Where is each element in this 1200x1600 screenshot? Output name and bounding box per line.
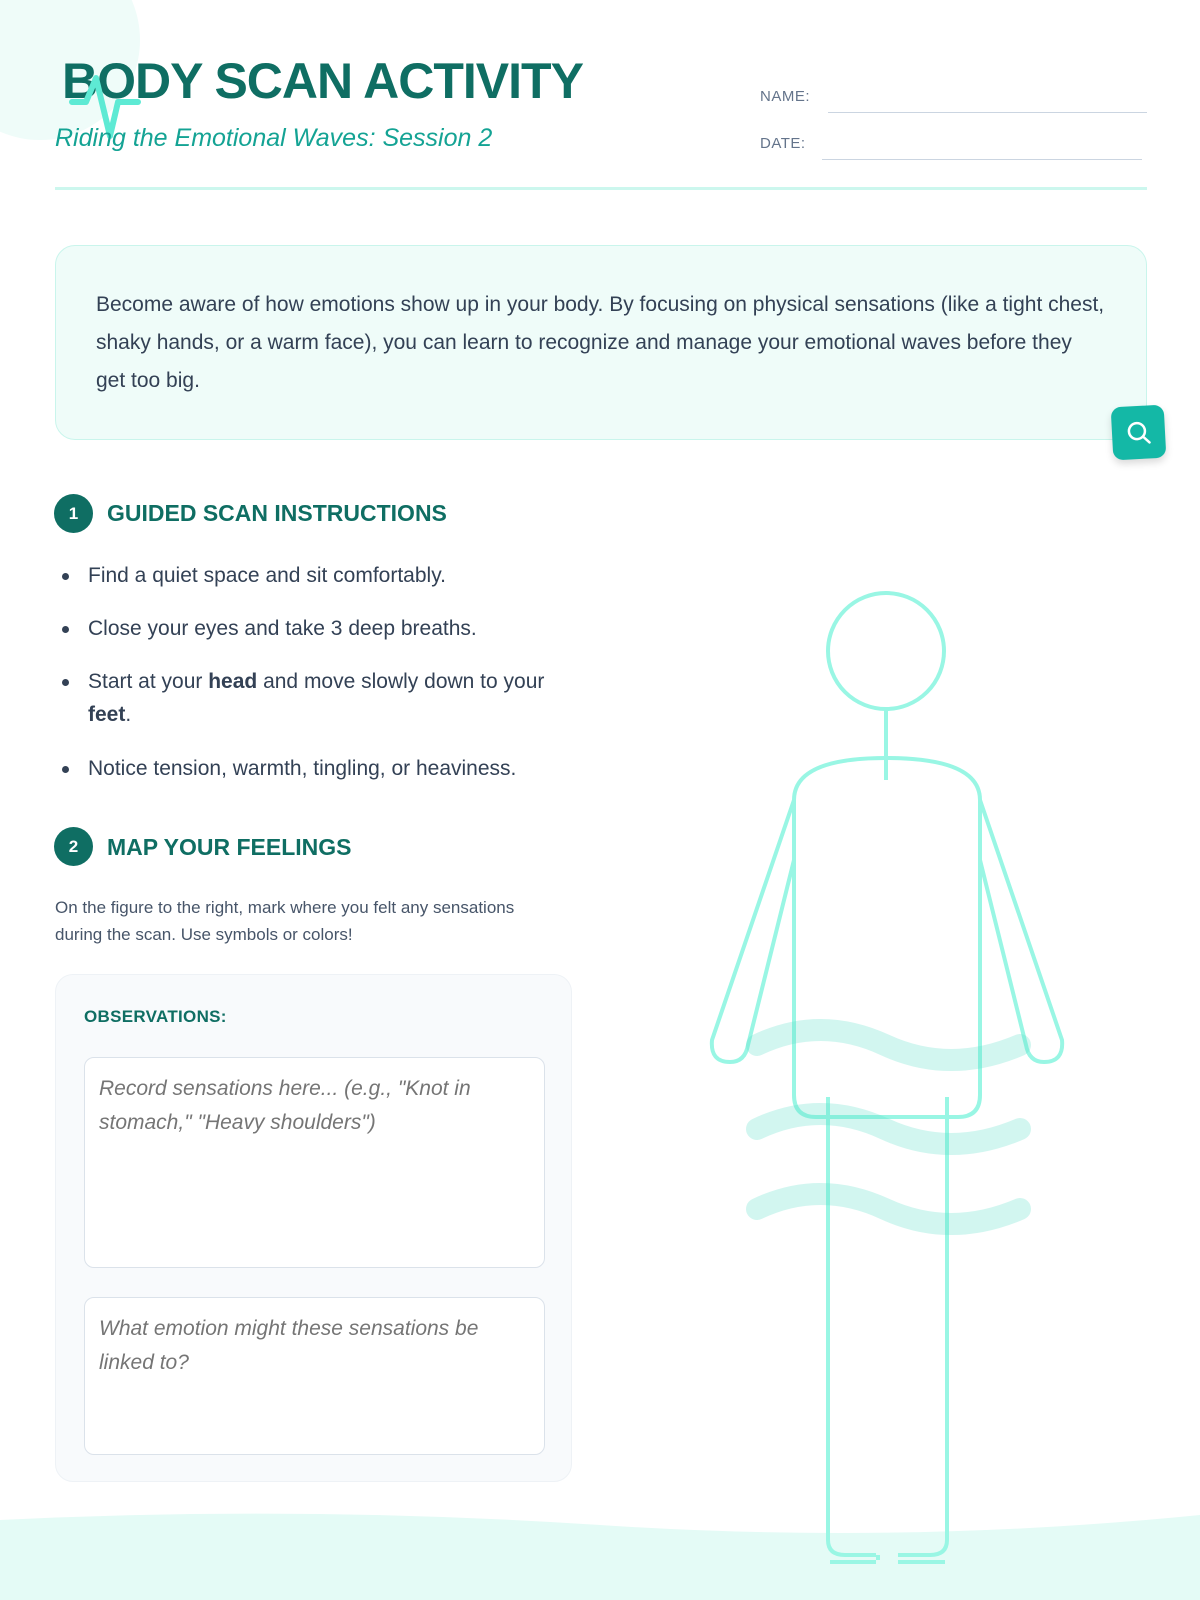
section-1-number: 1 bbox=[54, 494, 93, 533]
page-title: BODY SCAN ACTIVITY bbox=[62, 53, 584, 109]
text: and move slowly down to your bbox=[257, 670, 545, 693]
figure-left-arm bbox=[709, 799, 796, 1065]
bottom-wave-band bbox=[0, 1513, 1200, 1600]
section-2-description: On the figure to the right, mark where y… bbox=[55, 898, 515, 944]
figure-legs bbox=[826, 1097, 949, 1560]
text: Start at your bbox=[88, 670, 209, 693]
section-1-title: GUIDED SCAN INSTRUCTIONS bbox=[107, 500, 447, 526]
search-icon bbox=[1127, 421, 1151, 444]
name-label: NAME: bbox=[760, 88, 811, 105]
emphasis-head: head bbox=[208, 670, 258, 693]
header-divider bbox=[55, 187, 1147, 190]
observations-label: OBSERVATIONS: bbox=[84, 1007, 227, 1026]
instruction-item: Find a quiet space and sit comfortably. bbox=[60, 559, 580, 592]
page-subtitle: Riding the Emotional Waves: Session 2 bbox=[55, 124, 493, 152]
figure-torso bbox=[792, 755, 982, 1119]
heartbeat-icon bbox=[69, 75, 141, 139]
date-field[interactable] bbox=[822, 159, 1142, 160]
wave-3 bbox=[746, 1183, 1031, 1235]
observations-panel: OBSERVATIONS: bbox=[55, 974, 572, 1482]
instruction-item: Close your eyes and take 3 deep breaths. bbox=[60, 612, 580, 645]
instruction-item: Start at your head and move slowly down … bbox=[60, 665, 590, 731]
instruction-item: Notice tension, warmth, tingling, or hea… bbox=[60, 752, 580, 785]
section-2-title: MAP YOUR FEELINGS bbox=[107, 834, 352, 860]
search-button[interactable] bbox=[1110, 404, 1167, 461]
figure-right-arm bbox=[978, 799, 1065, 1065]
name-field[interactable] bbox=[828, 112, 1147, 113]
figure-head bbox=[826, 591, 946, 711]
wave-2 bbox=[746, 1103, 1031, 1155]
section-2-number: 2 bbox=[54, 827, 93, 866]
wave-1 bbox=[746, 1019, 1031, 1071]
intro-box: Become aware of how emotions show up in … bbox=[55, 245, 1147, 440]
text: . bbox=[125, 703, 132, 726]
emotion-input[interactable] bbox=[84, 1297, 545, 1455]
emphasis-feet: feet bbox=[88, 703, 126, 726]
sensations-input[interactable] bbox=[84, 1057, 545, 1268]
intro-text: Become aware of how emotions show up in … bbox=[96, 293, 1105, 392]
date-label: DATE: bbox=[760, 135, 806, 152]
